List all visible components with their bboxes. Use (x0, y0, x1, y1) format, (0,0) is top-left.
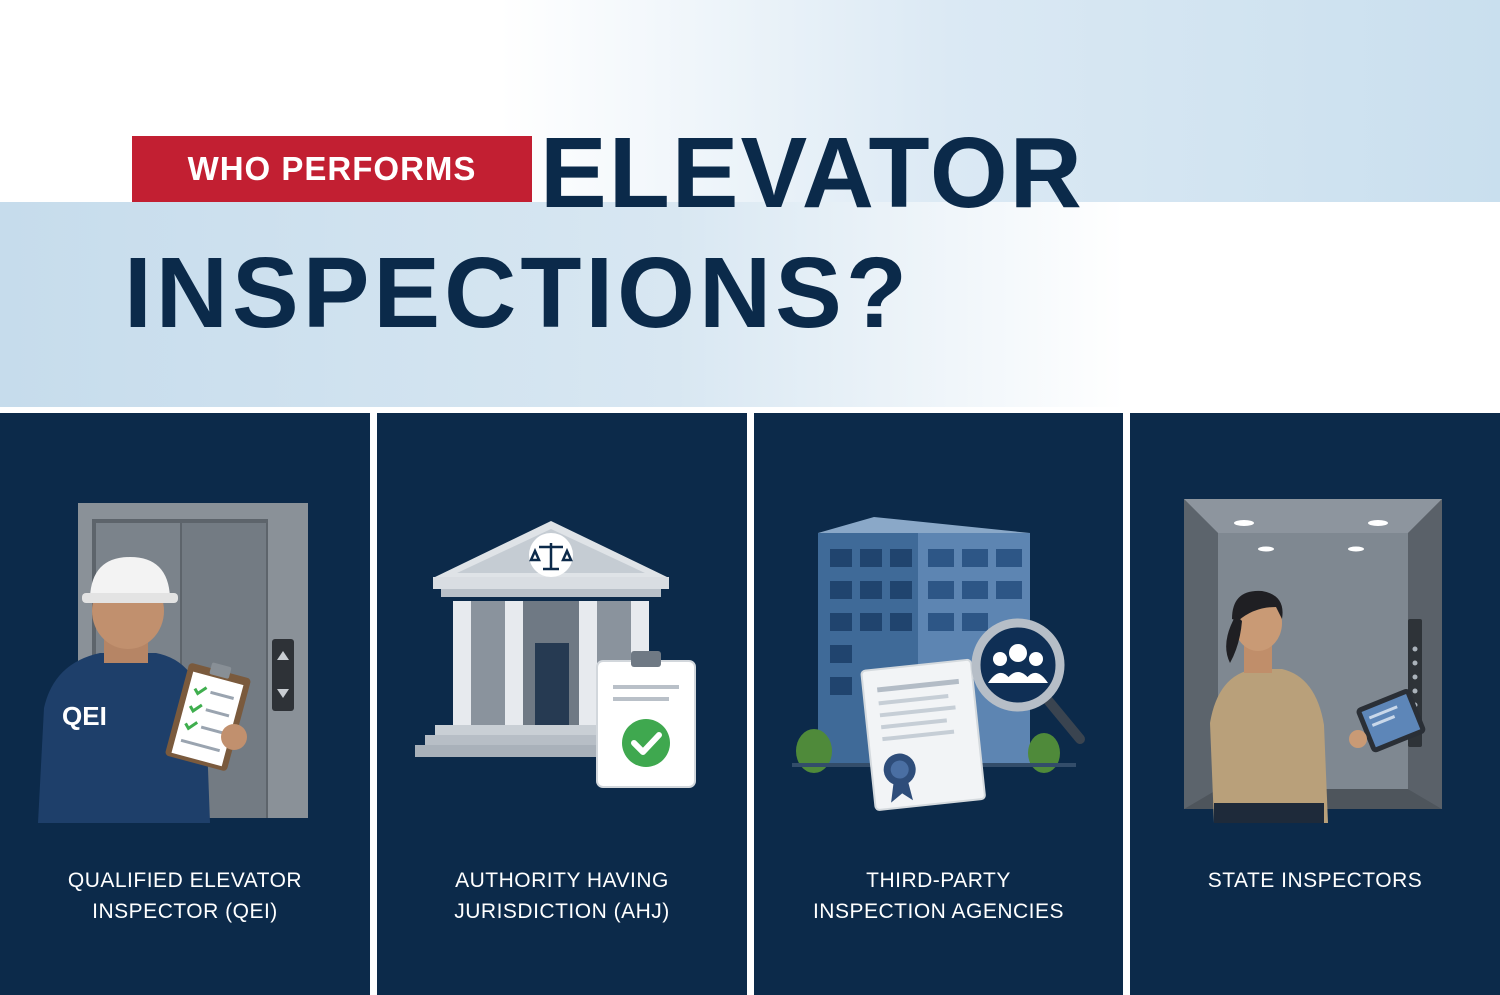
courthouse-illustration (415, 521, 696, 788)
header-tag: WHO PERFORMS (132, 136, 532, 202)
header-band-bottom (0, 202, 1500, 407)
panel-caption: STATE INSPECTORS (1140, 865, 1490, 896)
elevator-cab-inspector-illustration (1184, 499, 1442, 823)
panel-ahj: AUTHORITY HAVING JURISDICTION (AHJ) (377, 413, 747, 995)
panel-state: STATE INSPECTORS (1130, 413, 1500, 995)
hero-header: WHO PERFORMS ELEVATOR INSPECTIONS? (0, 0, 1500, 407)
caption-line2: INSPECTOR (QEI) (92, 900, 278, 923)
panel-caption: AUTHORITY HAVING JURISDICTION (AHJ) (387, 865, 737, 927)
group-people-icon (988, 644, 1048, 683)
check-icon (622, 719, 670, 767)
header-band-top (500, 0, 1500, 202)
panel-qei: QEI QUALIFIED ELEVATOR INSPECTOR (QEI) (0, 413, 370, 995)
caption-line1: AUTHORITY HAVING (455, 869, 669, 892)
caption-line1: QUALIFIED ELEVATOR (67, 869, 303, 892)
office-building-illustration (792, 517, 1085, 811)
caption-line2: INSPECTION AGENCIES (812, 900, 1065, 923)
scales-icon (529, 543, 573, 571)
page-title-line2: INSPECTIONS? (124, 237, 911, 349)
caption-line1: THIRD-PARTY (866, 869, 1011, 892)
qei-badge: QEI (62, 701, 107, 731)
caption-line1: STATE INSPECTORS (1207, 869, 1423, 892)
panel-caption: QUALIFIED ELEVATOR INSPECTOR (QEI) (10, 865, 360, 927)
caption-line2: JURISDICTION (AHJ) (454, 900, 670, 923)
page-title-line1: ELEVATOR (540, 117, 1084, 229)
panel-caption: THIRD-PARTY INSPECTION AGENCIES (764, 865, 1113, 927)
panel-third-party: THIRD-PARTY INSPECTION AGENCIES (754, 413, 1123, 995)
elevator-inspector-illustration: QEI (38, 503, 308, 823)
